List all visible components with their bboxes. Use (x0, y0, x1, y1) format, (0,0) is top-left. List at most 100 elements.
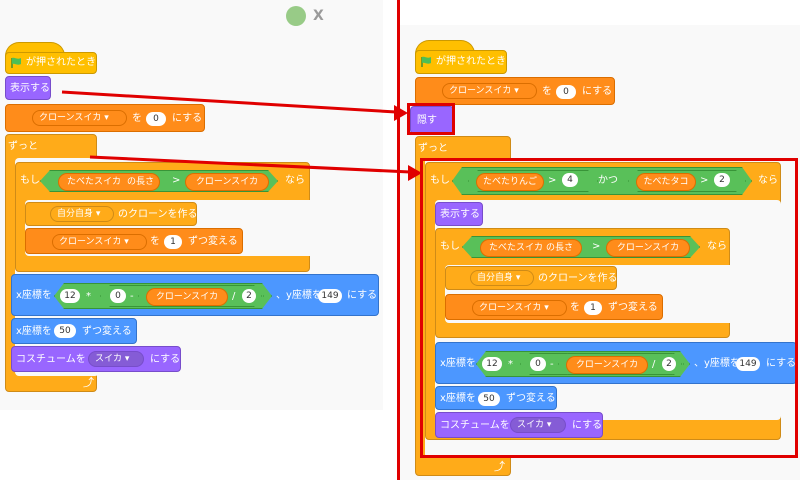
gt-operator: > (548, 175, 557, 186)
chevron-down-icon: ▾ (514, 86, 519, 96)
if-keyword: もし (20, 175, 40, 186)
set-value-input[interactable]: 0 (556, 85, 576, 99)
show-block[interactable]: 表示する (5, 76, 51, 100)
change-x-block[interactable]: x座標を 50 ずつ変える (11, 318, 137, 344)
operand-a-input[interactable]: 12 (60, 289, 80, 303)
gt-operator: > (172, 175, 181, 186)
sprite-x-label: X (313, 8, 324, 24)
change-tail-label: ずつ変える (608, 302, 658, 313)
change-value-input[interactable]: 1 (584, 301, 602, 315)
div-operator: / (652, 359, 656, 370)
set-tail-label: にする (582, 86, 613, 97)
clone-suika-reporter[interactable]: クローンスイカ (606, 239, 690, 257)
length-of-reporter[interactable]: たべたスイカ の長さ (480, 239, 582, 257)
change-value-input[interactable]: 1 (164, 235, 182, 249)
then-label: なら (707, 241, 727, 252)
create-clone-block[interactable]: 自分自身 ▾ のクローンを作る (25, 202, 198, 226)
minus-operator: - (550, 359, 554, 370)
when-flag-clicked-block[interactable]: が押されたとき (415, 50, 507, 74)
chevron-down-icon: ▾ (95, 209, 101, 219)
costume-tail-label: にする (150, 354, 181, 365)
hat-label: が押されたとき (26, 57, 96, 68)
minus-operator: - (130, 291, 134, 302)
goto-xy-block[interactable]: x座標を 12 * 0 - クローンスイカ / 2 、y座標を 149 にする (11, 274, 379, 316)
show-label: 表示する (440, 209, 480, 220)
variable-dropdown[interactable]: クローンスイカ ▾ (52, 234, 147, 250)
operand-b-input[interactable]: 0 (110, 289, 126, 303)
clone-suika-reporter[interactable]: クローンスイカ (566, 356, 648, 374)
create-clone-block[interactable]: 自分自身 ▾ のクローンを作る (445, 266, 618, 290)
apple-value-input[interactable]: 4 (562, 173, 578, 187)
mul-operator: * (86, 291, 91, 302)
clone-suika-reporter[interactable]: クローンスイカ (146, 288, 228, 306)
mul-operator: * (508, 359, 513, 370)
chevron-down-icon: ▾ (124, 237, 129, 247)
y-label: 、y座標を (694, 358, 740, 369)
costume-label: コスチュームを (16, 354, 86, 365)
set-value-input[interactable]: 0 (146, 112, 166, 126)
if-keyword: もし (440, 241, 460, 252)
chevron-down-icon: ▾ (546, 420, 552, 430)
gt-operator: > (592, 241, 601, 252)
gt-operator: > (700, 175, 709, 186)
apple-reporter[interactable]: たべたりんご (476, 173, 544, 191)
variable-dropdown[interactable]: クローンスイカ ▾ (442, 83, 537, 99)
costume-dropdown[interactable]: スイカ ▾ (510, 417, 566, 433)
hide-label: 隠す (417, 115, 437, 126)
clone-suika-reporter[interactable]: クローンスイカ (185, 173, 269, 191)
change-variable-block[interactable]: クローンスイカ ▾ を 1 ずつ変える (25, 228, 243, 254)
octopus-value-input[interactable]: 2 (714, 173, 730, 187)
x-label: x座標を (16, 290, 52, 301)
operand-b-input[interactable]: 0 (530, 357, 546, 371)
change-op-label: を (570, 302, 580, 313)
then-label: なら (285, 175, 305, 186)
chevron-down-icon: ▾ (544, 303, 549, 313)
variable-dropdown[interactable]: クローンスイカ ▾ (32, 110, 127, 126)
clone-target-dropdown[interactable]: 自分自身 ▾ (470, 270, 534, 286)
show-block[interactable]: 表示する (435, 202, 483, 226)
loop-arrow-icon: ⤴ (83, 376, 94, 389)
show-label: 表示する (10, 83, 50, 94)
operand-d-input[interactable]: 2 (662, 357, 676, 371)
condition-highlight-box (420, 158, 798, 458)
goto-xy-block[interactable]: x座標を 12 * 0 - クローンスイカ / 2 、y座標を 149 にする (435, 342, 797, 384)
costume-tail-label: にする (572, 420, 603, 431)
when-flag-clicked-block[interactable]: が押されたとき (5, 52, 97, 74)
set-variable-block[interactable]: クローンスイカ ▾ を 0 にする (5, 104, 205, 132)
set-variable-block[interactable]: クローンスイカ ▾ を 0 にする (415, 77, 615, 105)
goto-tail-label: にする (766, 358, 797, 369)
y-value-input[interactable]: 149 (318, 289, 342, 303)
chevron-down-icon: ▾ (515, 273, 521, 283)
variable-dropdown[interactable]: クローンスイカ ▾ (472, 300, 567, 316)
change-x-block[interactable]: x座標を 50 ずつ変える (435, 386, 557, 410)
costume-dropdown[interactable]: スイカ ▾ (88, 351, 144, 367)
change-op-label: を (150, 236, 160, 247)
length-of-reporter[interactable]: たべたスイカ の長さ (58, 173, 160, 191)
div-operator: / (232, 291, 236, 302)
set-tail-label: にする (172, 113, 203, 124)
change-tail-label: ずつ変える (188, 236, 238, 247)
operand-a-input[interactable]: 12 (482, 357, 502, 371)
changex-tail-label: ずつ変える (506, 393, 556, 404)
set-op-label: を (132, 113, 142, 124)
operand-d-input[interactable]: 2 (242, 289, 256, 303)
forever-label: ずっと (418, 143, 448, 154)
chevron-down-icon: ▾ (104, 113, 109, 123)
changex-value-input[interactable]: 50 (54, 324, 76, 338)
goto-tail-label: にする (347, 290, 378, 301)
y-value-input[interactable]: 149 (736, 357, 760, 371)
switch-costume-block[interactable]: コスチュームを スイカ ▾ にする (11, 346, 181, 372)
changex-value-input[interactable]: 50 (478, 392, 500, 406)
costume-label: コスチュームを (440, 420, 510, 431)
change-variable-block[interactable]: クローンスイカ ▾ を 1 ずつ変える (445, 294, 663, 320)
green-flag-icon (11, 57, 21, 68)
changex-tail-label: ずつ変える (82, 326, 132, 337)
loop-arrow-icon: ⤴ (494, 460, 505, 473)
watermelon-sprite-icon (286, 6, 306, 26)
y-label: 、y座標を (276, 290, 322, 301)
changex-label: x座標を (16, 326, 52, 337)
clone-target-dropdown[interactable]: 自分自身 ▾ (50, 206, 114, 222)
switch-costume-block[interactable]: コスチュームを スイカ ▾ にする (435, 412, 603, 438)
octopus-reporter[interactable]: たべたタコ (636, 173, 696, 191)
